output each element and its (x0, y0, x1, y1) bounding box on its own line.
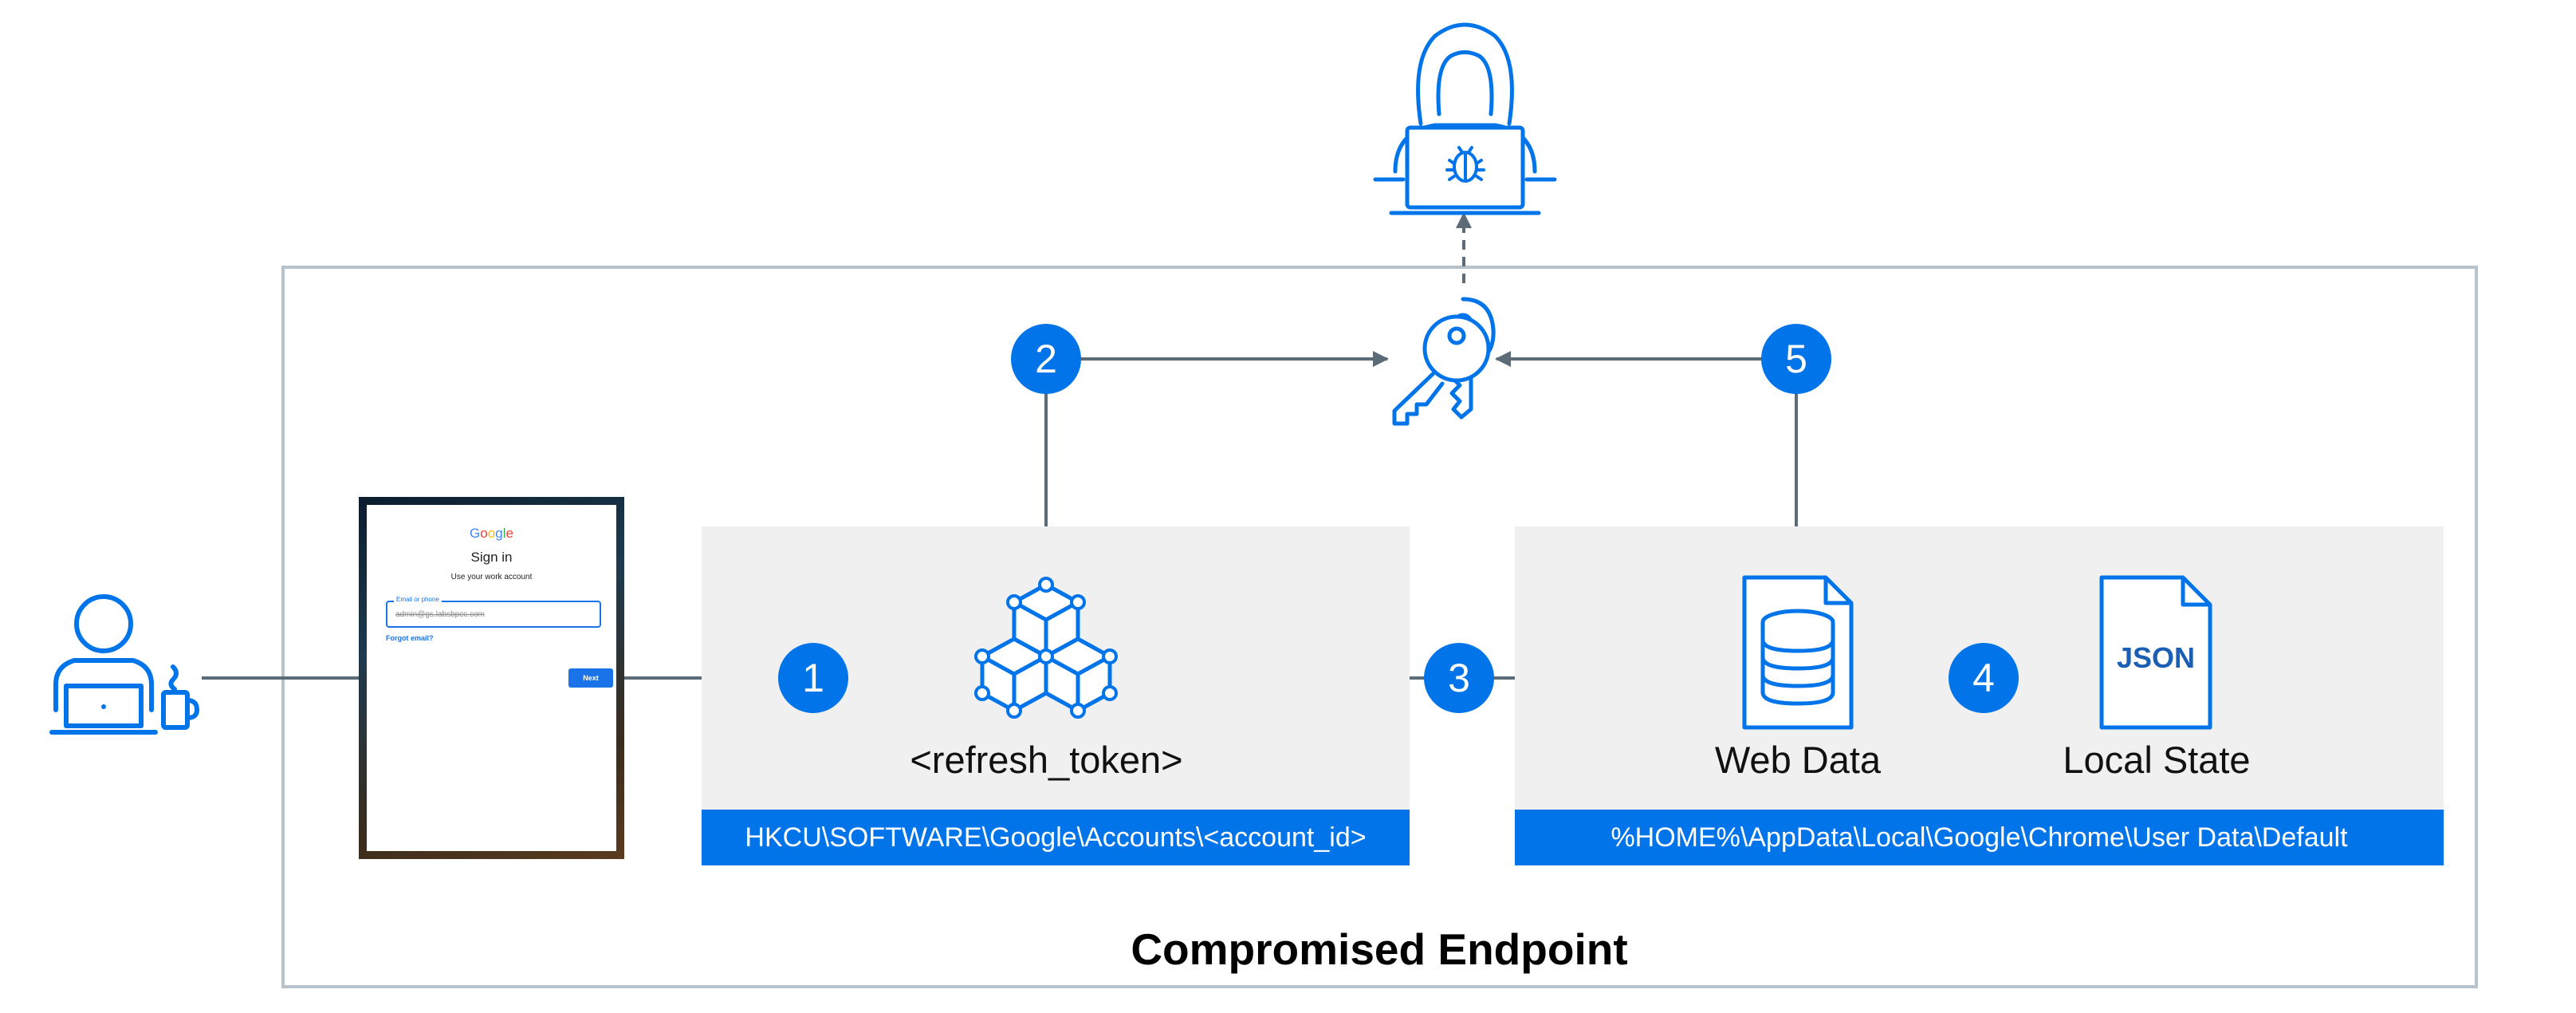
signin-title: Sign in (470, 550, 513, 565)
signin-subtitle: Use your work account (450, 573, 533, 581)
email-field-label: Email or phone (394, 596, 442, 603)
registry-path-bar: HKCU\SOFTWARE\Google\Accounts\<account_i… (702, 810, 1410, 865)
forgot-email-link[interactable]: Forgot email? (386, 634, 434, 642)
step-badge-4: 4 (1949, 643, 2019, 713)
refresh-token-label: <refresh_token> (910, 739, 1183, 781)
compromised-endpoint-label: Compromised Endpoint (1131, 924, 1628, 974)
user-at-laptop-icon (49, 594, 199, 735)
google-signin-screenshot: Google Sign in Use your work account Ema… (359, 497, 624, 859)
json-file-icon: JSON (2095, 573, 2216, 732)
keys-icon (1392, 297, 1496, 426)
hooded-attacker-icon (1373, 22, 1557, 215)
step-badge-5: 5 (1761, 324, 1831, 394)
token-cubes-icon (974, 577, 1118, 719)
chrome-path-bar: %HOME%\AppData\Local\Google\Chrome\User … (1515, 810, 2444, 865)
json-file-tag: JSON (2116, 641, 2196, 674)
google-logo: Google (470, 526, 513, 541)
email-field-value: admin@gs.labsbpcc.com (395, 610, 485, 619)
email-field[interactable]: Email or phone admin@gs.labsbpcc.com (386, 596, 601, 628)
endpoint-frame (281, 266, 2478, 988)
step-badge-2: 2 (1011, 324, 1081, 394)
web-data-label: Web Data (1714, 739, 1882, 781)
step-badge-3: 3 (1424, 643, 1494, 713)
next-button[interactable]: Next (568, 668, 613, 688)
database-file-icon (1742, 575, 1854, 730)
local-state-label: Local State (2063, 739, 2251, 781)
signin-card: Google Sign in Use your work account Ema… (367, 505, 616, 851)
step-badge-1: 1 (778, 643, 848, 713)
